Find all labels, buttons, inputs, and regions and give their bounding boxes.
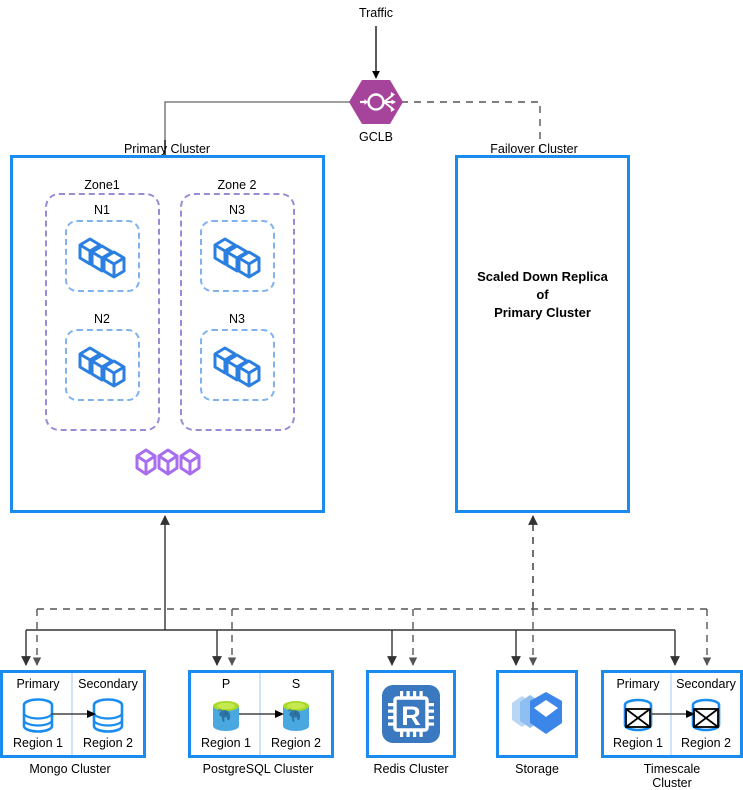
mongo-primary-title: Primary: [16, 677, 60, 691]
node-n3a-box[interactable]: [200, 220, 275, 292]
timescale-secondary-title: Secondary: [676, 677, 736, 691]
mongo-cluster-label: Mongo Cluster: [29, 762, 111, 776]
postgres-replication-arrow: [239, 710, 284, 718]
postgres-cluster-box[interactable]: P Region 1 S: [188, 670, 334, 758]
cube-stack-icon: [213, 237, 260, 279]
timescale-secondary-cell[interactable]: Secondary Region 2: [670, 673, 740, 755]
postgres-cluster-label: PostgreSQL Cluster: [202, 762, 314, 776]
timescale-cluster-box[interactable]: Primary Region 1 Secondary: [601, 670, 743, 758]
storage-cube-icon: [499, 673, 575, 755]
mongo-replication-arrow: [51, 710, 96, 718]
storage-box[interactable]: [496, 670, 578, 758]
failover-body-line2: of: [536, 287, 549, 302]
mongo-cylinder-icon: [88, 697, 128, 740]
redis-cluster-label: Redis Cluster: [373, 762, 449, 776]
postgres-primary-region: Region 1: [200, 736, 252, 750]
storage-label: Storage: [515, 762, 559, 776]
node-n2-box[interactable]: [65, 329, 140, 401]
mongo-primary-region: Region 1: [12, 736, 64, 750]
mongo-secondary-title: Secondary: [78, 677, 138, 691]
edge-gclb-to-failover: [401, 101, 545, 171]
postgres-secondary-cell[interactable]: S Region 2: [259, 673, 331, 755]
timescale-cluster-label: Timescale Cluster: [643, 762, 701, 790]
cube-stack-icon: [78, 237, 125, 279]
failover-body-line1: Scaled Down Replica: [477, 269, 608, 284]
cube-stack-icon: [213, 346, 260, 388]
gclb-label: GCLB: [358, 130, 394, 144]
postgres-primary-title: P: [221, 677, 231, 691]
postgres-elephant-icon: [276, 697, 316, 740]
postgres-primary-cell[interactable]: P Region 1: [191, 673, 261, 755]
node-n1-label: N1: [94, 203, 110, 217]
zone1-label: Zone1: [84, 178, 120, 192]
zone2-box: [180, 193, 295, 431]
zone1-box: [45, 193, 160, 431]
failover-cluster-label: Failover Cluster: [490, 142, 578, 156]
timescale-primary-cell[interactable]: Primary Region 1: [604, 673, 672, 755]
mongo-cylinder-icon: [18, 697, 58, 740]
failover-cluster-box[interactable]: Scaled Down Replica of Primary Cluster: [455, 155, 630, 513]
mongo-secondary-region: Region 2: [82, 736, 134, 750]
traffic-label: Traffic: [358, 6, 394, 20]
load-balancer-icon: [349, 80, 403, 124]
primary-cluster-label: Primary Cluster: [123, 142, 211, 156]
timescale-secondary-region: Region 2: [680, 736, 732, 750]
timescale-primary-region: Region 1: [612, 736, 664, 750]
postgres-secondary-title: S: [291, 677, 301, 691]
postgres-elephant-icon: [206, 697, 246, 740]
svg-text:R: R: [401, 701, 421, 731]
mongo-primary-cell[interactable]: Primary Region 1: [3, 673, 73, 755]
timescale-cylinder-icon: [686, 697, 726, 740]
node-n1-box[interactable]: [65, 220, 140, 292]
failover-body-line3: Primary Cluster: [494, 305, 591, 320]
timescale-primary-title: Primary: [616, 677, 660, 691]
mongo-cluster-box[interactable]: Primary Region 1 Secondary: [0, 670, 146, 758]
redis-cluster-box[interactable]: R: [366, 670, 456, 758]
redis-chip-icon: R: [369, 673, 453, 755]
purple-cube-stack-icon: [133, 445, 205, 479]
gclb-node[interactable]: [348, 78, 404, 126]
timescale-replication-arrow: [650, 710, 695, 718]
zone2-label: Zone 2: [217, 178, 257, 192]
node-n3b-box[interactable]: [200, 329, 275, 401]
node-n3a-label: N3: [229, 203, 245, 217]
node-n2-label: N2: [94, 312, 110, 326]
timescale-cylinder-icon: [618, 697, 658, 740]
cube-stack-icon: [78, 346, 125, 388]
node-n3b-label: N3: [229, 312, 245, 326]
postgres-secondary-region: Region 2: [270, 736, 322, 750]
